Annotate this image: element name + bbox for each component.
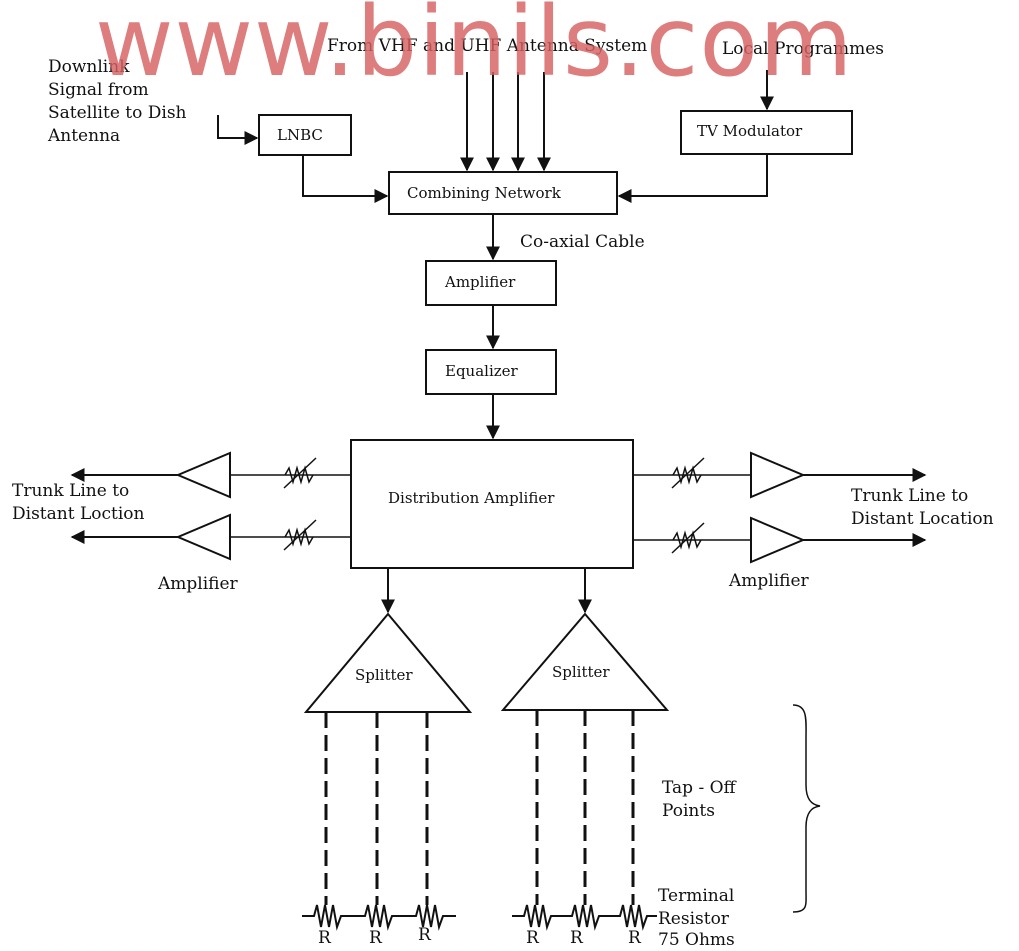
signal-from-label: Signal from (48, 80, 149, 100)
resistor-r-label: R (418, 925, 431, 945)
terminal-resistor-label-2: Resistor (658, 909, 729, 929)
amplifier-block (425, 260, 557, 306)
equalizer-label: Equalizer (445, 362, 518, 380)
left-attenuator-1 (283, 457, 317, 489)
downlink-line (217, 115, 259, 145)
lnbc-to-combiner-line (302, 155, 389, 203)
resistor-r-label: R (318, 928, 331, 948)
amplifier-left-label: Amplifier (158, 574, 238, 594)
splitter-left-label: Splitter (355, 666, 413, 684)
tap-off-brace (792, 704, 821, 913)
right-amplifier-2-triangle (750, 516, 806, 564)
downlink-label: Downlink (48, 57, 130, 77)
tv-modulator-label: TV Modulator (697, 122, 803, 140)
tap-off-label-2: Points (662, 801, 715, 821)
local-programmes-label: Local Programmes (722, 39, 884, 59)
terminal-resistor-label-3: 75 Ohms (658, 930, 735, 950)
left-splitter-triangle (303, 612, 473, 713)
right-attenuator-2 (671, 522, 705, 554)
vhf-uhf-label: From VHF and UHF Antenna System (327, 36, 648, 56)
trunk-left-line-2: Distant Loction (12, 504, 145, 524)
equalizer-block (425, 349, 557, 395)
tap-off-label-1: Tap - Off (662, 778, 736, 798)
combining-network-label: Combining Network (407, 184, 561, 202)
amplifier-right-label: Amplifier (729, 571, 809, 591)
left-amplifier-1-triangle (175, 451, 231, 499)
distribution-amplifier-label: Distribution Amplifier (388, 489, 555, 507)
lnbc-block (258, 114, 352, 156)
terminal-resistors (302, 904, 657, 931)
trunk-right-line-1: Trunk Line to (851, 486, 969, 506)
coaxial-cable-label: Co-axial Cable (520, 232, 645, 252)
distribution-amplifier-block (350, 439, 634, 569)
left-amplifier-2-triangle (175, 513, 231, 561)
splitter-right-label: Splitter (552, 663, 610, 681)
right-amplifier-1-triangle (750, 451, 806, 499)
resistor-r-label: R (570, 928, 583, 948)
tap-off-lines (324, 710, 635, 905)
combining-network-block (388, 171, 618, 215)
resistor-r-label: R (526, 928, 539, 948)
amplifier-label: Amplifier (445, 273, 516, 291)
trunk-right-line-2: Distant Location (851, 509, 994, 529)
right-attenuator-1 (671, 457, 705, 489)
antenna-label: Antenna (48, 126, 121, 146)
trunk-left-line-1: Trunk Line to (12, 481, 130, 501)
tv-modulator-block (680, 110, 853, 155)
resistor-r-label: R (628, 928, 641, 948)
terminal-resistor-label-1: Terminal (658, 886, 735, 906)
left-attenuator-2 (283, 519, 317, 551)
lnbc-label: LNBC (277, 126, 323, 144)
resistor-r-label: R (369, 928, 382, 948)
satellite-to-dish-label: Satellite to Dish (48, 103, 187, 123)
modulator-to-combiner-line (617, 154, 768, 203)
